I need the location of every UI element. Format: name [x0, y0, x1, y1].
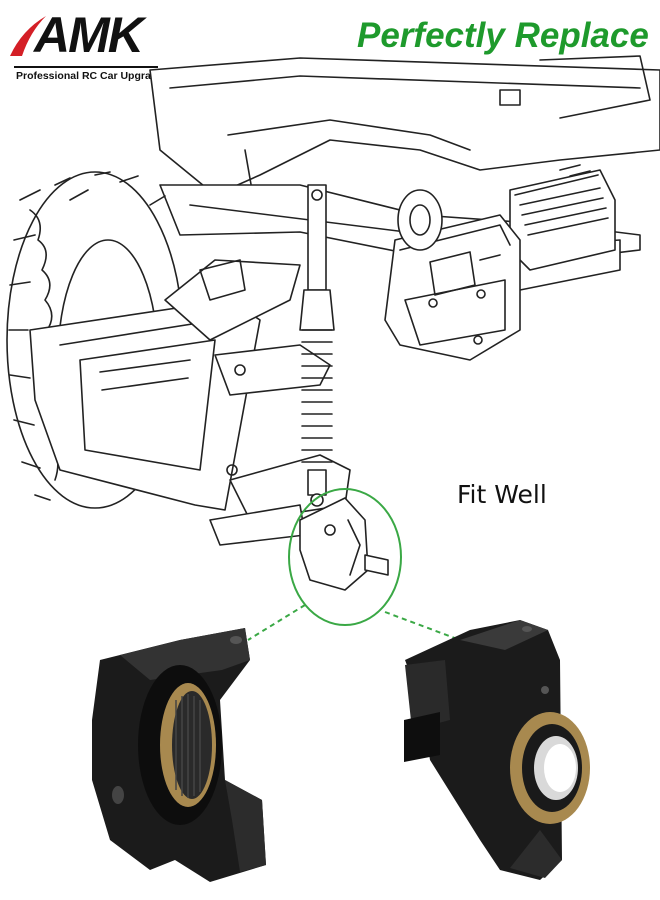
shock-absorber	[299, 184, 335, 507]
esc-unit	[509, 164, 616, 271]
headline: Perfectly Replace	[357, 16, 649, 55]
fit-highlight	[247, 488, 461, 641]
body-shell	[149, 55, 660, 196]
steering-knuckle-right	[404, 620, 590, 880]
brand-divider	[14, 66, 158, 68]
swoosh-logo-icon	[10, 16, 46, 56]
brand-name: AMK	[34, 7, 144, 63]
motor	[397, 189, 443, 251]
steering-knuckle-left	[92, 628, 266, 882]
fit-well-label: Fit Well	[457, 480, 547, 509]
brand-logo: AMK Professional RC Car Upgrade	[8, 7, 163, 82]
brand-tagline: Professional RC Car Upgrade	[16, 70, 164, 82]
drawing-knuckle	[299, 497, 389, 591]
receiver-box	[384, 214, 521, 361]
